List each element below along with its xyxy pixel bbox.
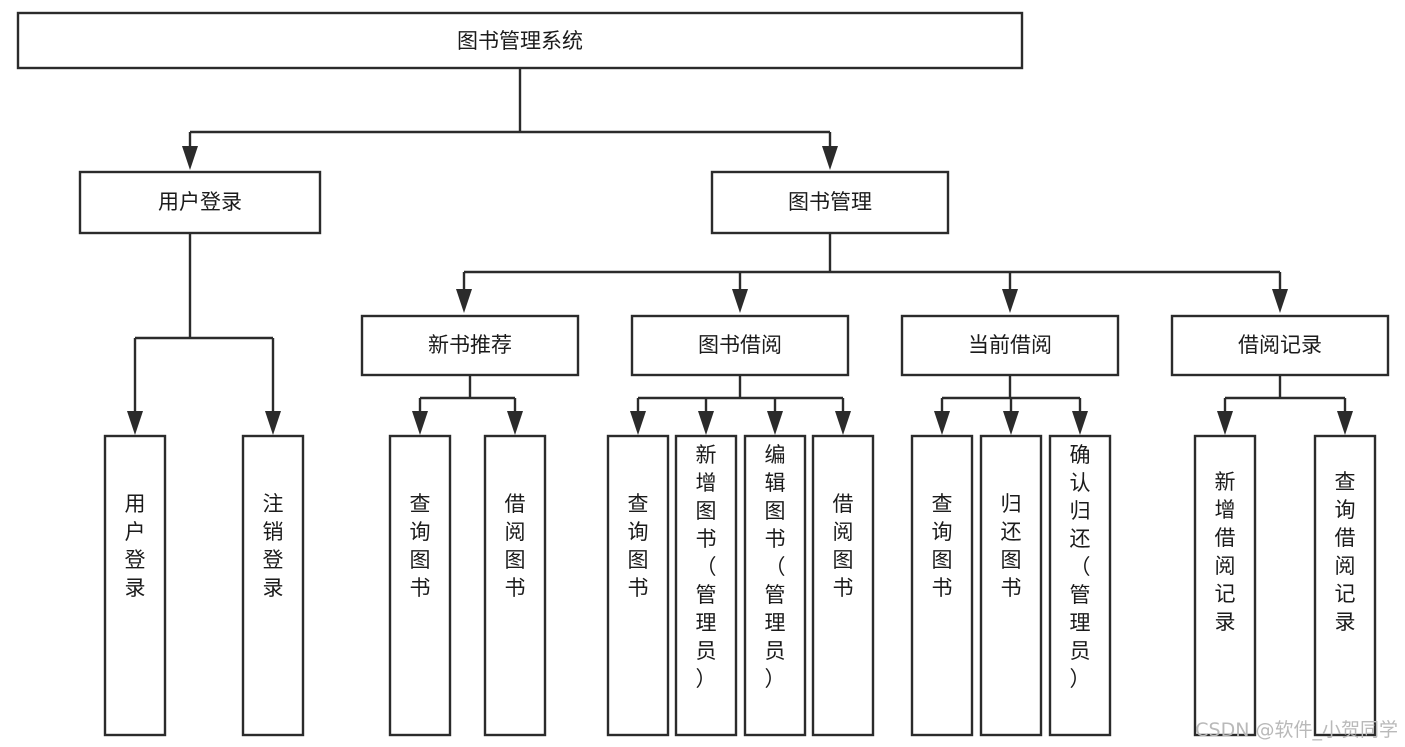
node-leaf-query-book-3-label: 查询图书: [932, 492, 953, 600]
node-root-box[interactable]: [16, 11, 1024, 70]
node-leaf-add-book-admin[interactable]: 新增图书（管理员）: [674, 434, 738, 737]
node-leaf-logout-box[interactable]: [241, 434, 305, 737]
node-leaf-confirm-return-admin-box[interactable]: [1048, 434, 1112, 737]
node-borrow-record[interactable]: 借阅记录: [1170, 314, 1390, 377]
node-leaf-edit-book-admin-label: 编辑图书（管理员）: [765, 443, 786, 691]
node-leaf-confirm-return-admin-label: 确认归还（管理员）: [1070, 443, 1091, 691]
arrowhead-leaf-3: [412, 411, 428, 435]
node-leaf-edit-book-admin-box[interactable]: [743, 434, 807, 737]
node-root-label: 图书管理系统: [457, 29, 583, 53]
arrowhead-borrow-record: [1272, 289, 1288, 313]
node-leaf-borrow-book-2-label: 借阅图书: [833, 492, 854, 600]
node-leaf-borrow-book-1[interactable]: 借阅图书: [483, 434, 547, 737]
node-leaf-edit-book-admin[interactable]: 编辑图书（管理员）: [743, 434, 807, 737]
node-leaf-query-book-3-box[interactable]: [910, 434, 974, 737]
arrowhead-leaf-1: [127, 411, 143, 435]
node-book-management-label: 图书管理: [788, 190, 872, 214]
node-leaf-query-borrow-record-label: 查询借阅记录: [1335, 470, 1356, 634]
node-book-borrow[interactable]: 图书借阅: [630, 314, 850, 377]
node-leaf-user-login[interactable]: 用户登录: [103, 434, 167, 737]
node-leaf-logout[interactable]: 注销登录: [241, 434, 305, 737]
node-borrow-record-box[interactable]: [1170, 314, 1390, 377]
node-leaf-add-book-admin-label: 新增图书（管理员）: [696, 443, 717, 691]
node-leaf-query-book-3[interactable]: 查询图书: [910, 434, 974, 737]
arrowhead-book-borrow: [732, 289, 748, 313]
arrowhead-leaf-12: [1217, 411, 1233, 435]
arrowhead-new-book-rec: [456, 289, 472, 313]
node-current-borrow-box[interactable]: [900, 314, 1120, 377]
node-leaf-query-book-2-label: 查询图书: [628, 492, 649, 600]
arrowhead-leaf-4: [507, 411, 523, 435]
node-borrow-record-label: 借阅记录: [1238, 333, 1322, 357]
arrowhead-leaf-8: [835, 411, 851, 435]
arrowhead-leaf-6: [698, 411, 714, 435]
node-current-borrow-label: 当前借阅: [968, 333, 1052, 357]
node-leaf-borrow-book-1-label: 借阅图书: [505, 492, 526, 600]
node-new-book-recommend-label: 新书推荐: [428, 333, 512, 357]
node-book-borrow-box[interactable]: [630, 314, 850, 377]
node-leaf-borrow-book-1-box[interactable]: [483, 434, 547, 737]
node-leaf-query-borrow-record[interactable]: 查询借阅记录: [1313, 434, 1377, 737]
node-user-login-label: 用户登录: [158, 190, 242, 214]
arrowhead-user-login: [182, 146, 198, 170]
node-current-borrow[interactable]: 当前借阅: [900, 314, 1120, 377]
edge-group-borrow-record-to-leaves: [1217, 375, 1353, 435]
node-leaf-query-book-1-label: 查询图书: [410, 492, 431, 600]
node-leaf-return-book-box[interactable]: [979, 434, 1043, 737]
node-leaf-query-book-2-box[interactable]: [606, 434, 670, 737]
node-leaf-query-book-1-box[interactable]: [388, 434, 452, 737]
node-leaf-confirm-return-admin[interactable]: 确认归还（管理员）: [1048, 434, 1112, 737]
node-leaf-user-login-label: 用户登录: [125, 492, 146, 600]
node-root[interactable]: 图书管理系统: [16, 11, 1024, 70]
arrowhead-current-borrow: [1002, 289, 1018, 313]
edge-group-current-borrow-to-leaves: [934, 375, 1088, 435]
arrowhead-leaf-13: [1337, 411, 1353, 435]
node-user-login-box[interactable]: [78, 170, 322, 235]
node-leaf-return-book-label: 归还图书: [1001, 492, 1022, 600]
arrowhead-leaf-7: [767, 411, 783, 435]
node-user-login[interactable]: 用户登录: [78, 170, 322, 235]
edge-group-user-login-to-leaves: [127, 233, 281, 435]
node-leaf-query-borrow-record-box[interactable]: [1313, 434, 1377, 737]
arrowhead-leaf-2: [265, 411, 281, 435]
node-leaf-add-borrow-record-box[interactable]: [1193, 434, 1257, 737]
node-leaf-query-book-2[interactable]: 查询图书: [606, 434, 670, 737]
csdn-watermark: CSDN @软件_小贺同学: [1195, 719, 1398, 741]
node-leaf-logout-label: 注销登录: [263, 492, 284, 600]
node-new-book-recommend[interactable]: 新书推荐: [360, 314, 580, 377]
node-book-borrow-label: 图书借阅: [698, 333, 782, 357]
node-leaf-user-login-box[interactable]: [103, 434, 167, 737]
arrowhead-leaf-10: [1003, 411, 1019, 435]
node-leaf-add-book-admin-box[interactable]: [674, 434, 738, 737]
node-leaf-query-book-1[interactable]: 查询图书: [388, 434, 452, 737]
node-leaf-add-borrow-record[interactable]: 新增借阅记录: [1193, 434, 1257, 737]
arrowhead-book-mgmt: [822, 146, 838, 170]
arrowhead-leaf-9: [934, 411, 950, 435]
node-new-book-recommend-box[interactable]: [360, 314, 580, 377]
edge-group-book-mgmt-to-level3: [456, 233, 1288, 313]
arrowhead-leaf-5: [630, 411, 646, 435]
edge-group-root-to-level2: [182, 68, 838, 170]
node-leaf-borrow-book-2-box[interactable]: [811, 434, 875, 737]
edge-group-book-borrow-to-leaves: [630, 375, 851, 435]
node-leaf-borrow-book-2[interactable]: 借阅图书: [811, 434, 875, 737]
edge-group-new-book-rec-to-leaves: [412, 375, 523, 435]
node-leaf-return-book[interactable]: 归还图书: [979, 434, 1043, 737]
arrowhead-leaf-11: [1072, 411, 1088, 435]
node-leaf-add-borrow-record-label: 新增借阅记录: [1215, 470, 1236, 634]
node-book-management-box[interactable]: [710, 170, 950, 235]
node-book-management[interactable]: 图书管理: [710, 170, 950, 235]
